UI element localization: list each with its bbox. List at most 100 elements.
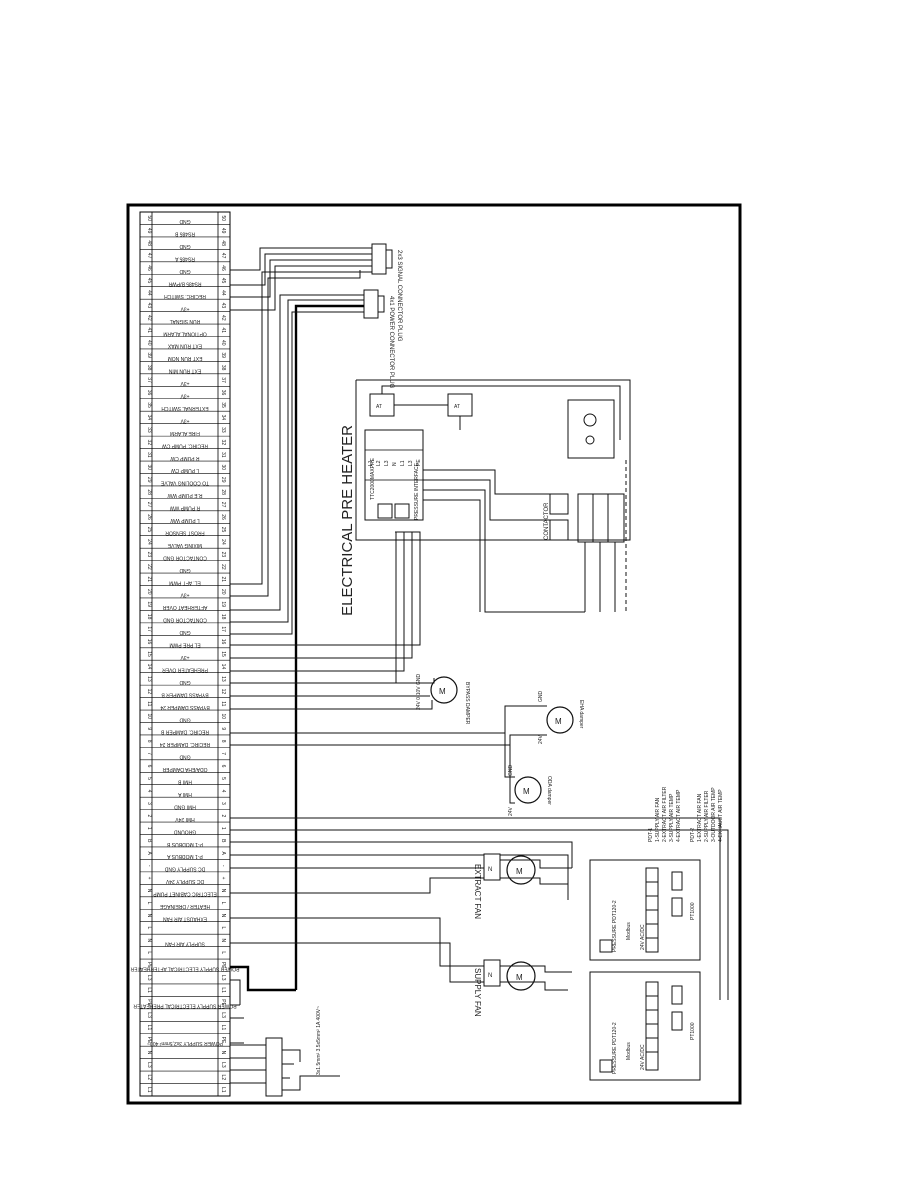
terminal-number-left: 33 bbox=[146, 427, 152, 433]
terminal-number-left: 47 bbox=[146, 253, 152, 259]
terminal-number-left: 27 bbox=[146, 502, 152, 508]
terminal-number-left: 19 bbox=[146, 601, 152, 607]
terminal-label: GND bbox=[179, 629, 191, 635]
terminal-number-left: PE bbox=[146, 962, 152, 969]
terminal-number-left: L1 bbox=[146, 987, 152, 993]
terminal-number-left: + bbox=[146, 877, 152, 880]
preheater-controller bbox=[364, 429, 424, 521]
legend-line: 3-OUTDOOR AIR TEMP bbox=[711, 787, 717, 842]
terminal-number-left: 21 bbox=[146, 577, 152, 583]
terminal-number-right: 34 bbox=[220, 415, 226, 421]
terminal-label: HEATER / DREINAGE bbox=[159, 903, 210, 909]
terminal-number-right: 27 bbox=[220, 502, 226, 508]
terminal-number-right: PE bbox=[220, 962, 226, 969]
contactor-label: CONTACTOR bbox=[544, 502, 550, 540]
terminal-label: POWER SUPPLY 3x2,5mm² 400~ bbox=[147, 1040, 223, 1046]
terminal-number-right: 3 bbox=[220, 802, 226, 805]
terminal-label: EL PRE PWM bbox=[169, 642, 200, 648]
terminal-number-right: 43 bbox=[220, 303, 226, 309]
legend-line: PDT-2 bbox=[690, 828, 696, 842]
terminal-number-left: - bbox=[146, 865, 152, 867]
terminal-label: HMI GND bbox=[174, 803, 196, 809]
supply-fan-label: SUPPLY FAN bbox=[473, 968, 482, 1017]
terminal-label: EL. AFT PWM bbox=[169, 579, 201, 585]
terminal-number-right: N bbox=[220, 1051, 226, 1055]
terminal-number-left: 25 bbox=[146, 527, 152, 533]
terminal-number-right: 39 bbox=[220, 352, 226, 358]
terminal-number-left: 26 bbox=[146, 514, 152, 520]
terminal-number-right: 42 bbox=[220, 315, 226, 321]
terminal-number-right: 14 bbox=[220, 664, 226, 670]
terminal-label: BYPASS DAMPER 24 bbox=[160, 704, 210, 710]
terminal-label: HMI B bbox=[177, 779, 192, 785]
legend-line: 3-SUPPLY AIR TEMP bbox=[669, 793, 675, 842]
terminal-number-right: L3 bbox=[220, 1062, 226, 1068]
terminal-number-left: 50 bbox=[146, 215, 152, 221]
terminal-label: RS485 B/PWR bbox=[168, 280, 201, 286]
terminal-number-left: N bbox=[146, 889, 152, 893]
terminal-number-right: 15 bbox=[220, 651, 226, 657]
svg-text:AT: AT bbox=[376, 404, 382, 410]
svg-text:GND: GND bbox=[508, 765, 514, 777]
legend-line: 1-SUPPLY AIR FAN bbox=[655, 797, 661, 842]
terminal-label: RECIRC. DAMPER 24 bbox=[160, 741, 211, 747]
terminal-label: GND bbox=[179, 268, 191, 274]
terminal-number-right: N bbox=[220, 914, 226, 918]
terminal-number-right: 18 bbox=[220, 614, 226, 620]
terminal-number-right: + bbox=[220, 877, 226, 880]
terminal-number-right: L1 bbox=[220, 1087, 226, 1093]
terminal-label: HMI 24V bbox=[175, 816, 195, 822]
terminal-label: RS485 A bbox=[174, 256, 194, 262]
terminal-label: ODA/EHA DAMPER bbox=[162, 766, 207, 772]
terminal-label: RECIRC. SWITCH bbox=[164, 293, 206, 299]
terminal-number-left: 7 bbox=[146, 752, 152, 755]
mains-label: 3x1.5mm² 3.5x5mm² 1A 400V~ bbox=[316, 1006, 322, 1075]
terminal-number-left: 23 bbox=[146, 552, 152, 558]
terminal-label: P-1 MODBUS A bbox=[167, 853, 203, 859]
terminal-number-right: 24 bbox=[220, 539, 226, 545]
oda-motor-label: M bbox=[523, 787, 530, 796]
terminal-label: +3V bbox=[180, 592, 190, 598]
svg-text:N: N bbox=[488, 973, 492, 979]
terminal-number-left: 43 bbox=[146, 303, 152, 309]
terminal-label: +3V bbox=[180, 393, 190, 399]
legend-line: 4-EXTRACT AIR TEMP bbox=[676, 789, 682, 842]
terminal-number-right: 37 bbox=[220, 377, 226, 383]
terminal-label: BYPASS DAMPER B bbox=[161, 691, 209, 697]
terminal-label: GROUND bbox=[174, 828, 197, 834]
terminal-number-right: A bbox=[220, 852, 226, 856]
terminal-label: GND bbox=[179, 679, 191, 685]
terminal-number-right: 10 bbox=[220, 713, 226, 719]
terminal-label: EXT RUN MAX bbox=[167, 343, 202, 349]
terminal-label: RECIRC. PUMP CW bbox=[162, 442, 208, 448]
terminal-number-left: 12 bbox=[146, 689, 152, 695]
terminal-number-right: 31 bbox=[220, 452, 226, 458]
terminal-number-right: 44 bbox=[220, 290, 226, 296]
terminal-label: R PUMP WW bbox=[170, 505, 200, 511]
terminal-number-right: 19 bbox=[220, 601, 226, 607]
terminal-number-left: 49 bbox=[146, 228, 152, 234]
terminal-number-left: 8 bbox=[146, 740, 152, 743]
heater-element bbox=[567, 399, 615, 459]
terminal-number-left: 46 bbox=[146, 265, 152, 271]
terminal-number-left: L bbox=[146, 902, 152, 905]
terminal-number-right: 29 bbox=[220, 477, 226, 483]
terminal-number-left: PE bbox=[146, 999, 152, 1006]
terminal-number-right: 40 bbox=[220, 340, 226, 346]
svg-text:TTC2000MAXPRE: TTC2000MAXPRE bbox=[370, 457, 376, 500]
preheater-pin-label: L2 bbox=[376, 460, 382, 466]
supply-motor-label: M bbox=[516, 973, 523, 982]
terminal-label: GND bbox=[179, 716, 191, 722]
terminal-number-left: N bbox=[146, 914, 152, 918]
signal-connector-plug: 2x3 SIGNAL CONNECTOR PLUG bbox=[371, 243, 402, 342]
svg-text:AT: AT bbox=[454, 404, 460, 410]
bus-wires bbox=[230, 817, 729, 1000]
preheater-title: ELECTRICAL PRE HEATER bbox=[339, 425, 356, 616]
terminal-label: L PUMP CW bbox=[171, 467, 199, 473]
eha-motor-label: M bbox=[555, 717, 562, 726]
terminal-number-left: 35 bbox=[146, 402, 152, 408]
terminal-number-right: 30 bbox=[220, 464, 226, 470]
terminal-label: ELECTRIC CABINET PUMP bbox=[153, 891, 217, 897]
eha-damper: M EHA damper GND 24V bbox=[230, 691, 584, 746]
